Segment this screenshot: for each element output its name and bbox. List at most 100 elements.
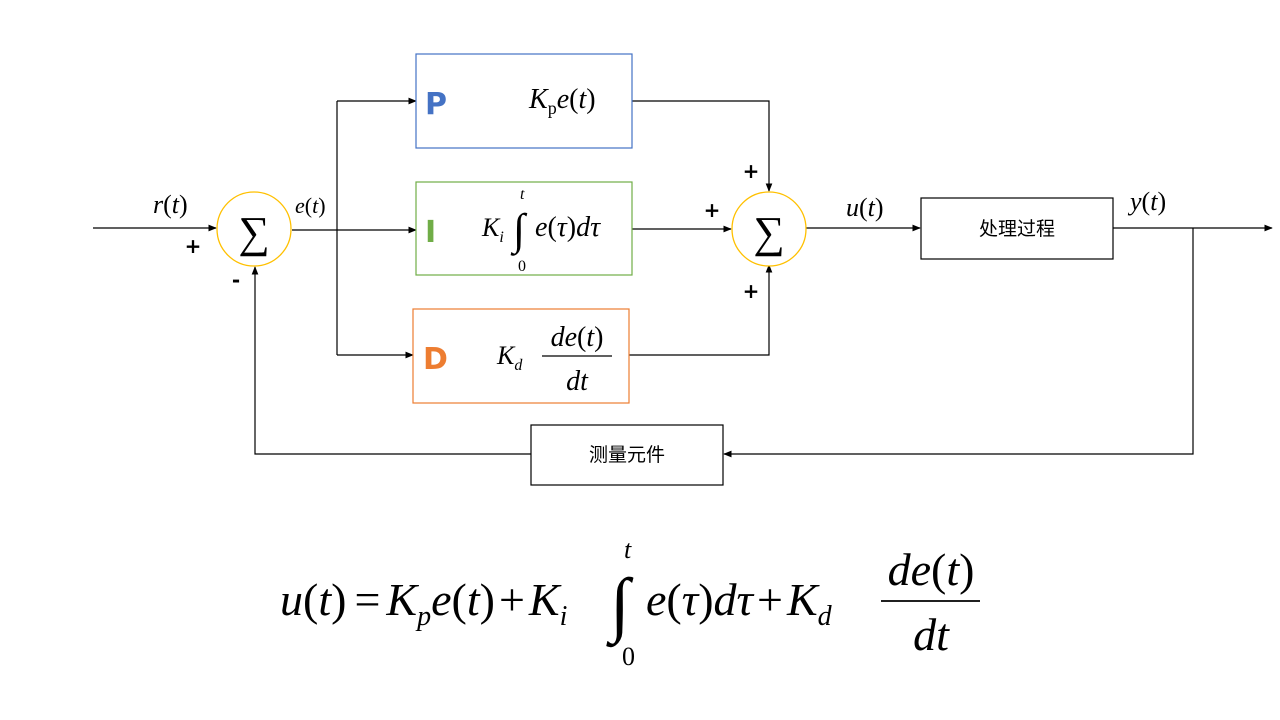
process-block-label: 处理过程: [979, 218, 1055, 240]
paren-open: (: [666, 574, 681, 625]
integral-sign: ∫: [510, 205, 528, 256]
eq-lower-limit: 0: [622, 642, 635, 671]
eq-d-numerator: de(t): [888, 544, 975, 595]
d-den-t: t: [580, 366, 589, 397]
sign-plus-i: +: [704, 198, 721, 222]
paren-close: ): [959, 544, 974, 595]
summing-junction-2-symbol: ∑: [753, 208, 784, 257]
eq-ki: K: [528, 574, 562, 625]
sensor-block: 测量元件: [530, 424, 724, 486]
paren-close: ): [318, 193, 325, 218]
eq-plus-2: +: [757, 574, 783, 625]
p-block: P Kpe(t): [415, 53, 633, 149]
paren-open: (: [163, 190, 172, 219]
process-block-border: [920, 197, 1114, 260]
i-gain-sub: i: [499, 229, 503, 246]
sign-plus-p: +: [743, 159, 760, 183]
eq-kd: K: [786, 574, 820, 625]
signal-e-t: t: [312, 193, 319, 218]
signal-label-e: e(t): [295, 193, 326, 218]
paren-close: ): [698, 574, 713, 625]
signal-e-name: e: [295, 193, 305, 218]
paren-close: ): [1157, 187, 1166, 216]
summing-junction-error: ∑: [216, 191, 292, 267]
p-gain: K: [528, 84, 549, 115]
sensor-block-border: [530, 424, 724, 486]
eq-equals: =: [354, 574, 380, 625]
i-lower-limit: 0: [518, 258, 526, 275]
svg-text:y(t): y(t): [1127, 187, 1166, 216]
signal-y-name: y: [1127, 187, 1142, 216]
eq-integrand: e(τ)dτ+Kd: [646, 574, 833, 632]
paren-close: ): [875, 193, 884, 222]
i-upper-limit: t: [520, 186, 525, 203]
i-block-border: [415, 181, 633, 276]
paren-close: ): [586, 84, 595, 115]
eq-e: e: [431, 574, 451, 625]
eq-den-t: t: [936, 609, 950, 660]
i-block-letter: I: [425, 215, 436, 250]
paren-close: ): [594, 322, 603, 353]
signal-u-t: t: [868, 193, 876, 222]
signal-lines: [93, 97, 1273, 458]
eq-upper-limit: t: [624, 535, 632, 564]
svg-text:u(t): u(t): [846, 193, 884, 222]
paren-close: ): [331, 574, 346, 625]
d-gain-text: Kd: [496, 341, 523, 374]
eq-kp-sub: p: [415, 601, 431, 632]
sign-plus-d: +: [743, 279, 760, 303]
feedback-line-right: [723, 228, 1194, 458]
signal-y-t: t: [1150, 187, 1158, 216]
eq-ki-sub: i: [560, 601, 568, 632]
d-block-letter: D: [423, 342, 448, 377]
paren-open: (: [577, 322, 586, 353]
d-output-line: [629, 264, 773, 356]
i-integrand: e(τ)dτ: [535, 212, 601, 243]
i-gain-text: Ki: [481, 213, 504, 246]
paren-close: ): [567, 212, 576, 243]
p-t: t: [578, 84, 587, 115]
eq-kp: K: [385, 574, 419, 625]
sign-plus-r: +: [185, 234, 202, 258]
eq-num-d: d: [888, 544, 912, 595]
eq-d-denominator: dt: [913, 609, 950, 660]
p-e: e: [557, 84, 569, 115]
d-gain-sub: d: [514, 357, 523, 374]
paren-close: ): [480, 574, 495, 625]
summing-junction-1-symbol: ∑: [238, 208, 269, 257]
summing-junction-2-circle: [731, 191, 807, 267]
feedback-line-left: [251, 266, 531, 455]
paren-open: (: [305, 193, 312, 218]
process-block: 处理过程: [920, 197, 1114, 260]
eq-e3: e: [646, 574, 666, 625]
paren-open: (: [452, 574, 467, 625]
eq-tau: τ: [682, 574, 700, 625]
pid-equation: u(t)=Kpe(t)+Ki ∫ t 0 e(τ)dτ+Kd de(t) dt: [280, 535, 980, 671]
p-block-letter: P: [425, 87, 447, 122]
i-block: I Ki ∫ t 0 e(τ)dτ: [415, 181, 633, 276]
paren-open: (: [547, 212, 556, 243]
paren-close: ): [179, 190, 188, 219]
eq-den-d: d: [913, 609, 937, 660]
paren-open: (: [859, 193, 868, 222]
signal-u-name: u: [846, 193, 859, 222]
eq-t: t: [318, 574, 332, 625]
signal-r-name: r: [153, 190, 164, 219]
eq-plus-1: +: [499, 574, 525, 625]
summing-junction-control: ∑: [731, 191, 807, 267]
eq-u: u: [280, 574, 303, 625]
d-denominator: dt: [566, 366, 589, 397]
paren-open: (: [569, 84, 578, 115]
d-numerator: de(t): [551, 322, 604, 353]
i-e: e: [535, 212, 547, 243]
signal-label-u: u(t): [846, 193, 884, 222]
d-num-e: e: [565, 322, 577, 353]
eq-num-e: e: [911, 544, 931, 595]
paren-open: (: [1142, 187, 1151, 216]
eq-num-t: t: [946, 544, 960, 595]
svg-text:r(t): r(t): [153, 190, 188, 219]
eq-dtau: dτ: [714, 574, 755, 625]
signal-label-y: y(t): [1127, 187, 1166, 216]
i-gain: K: [481, 213, 501, 242]
